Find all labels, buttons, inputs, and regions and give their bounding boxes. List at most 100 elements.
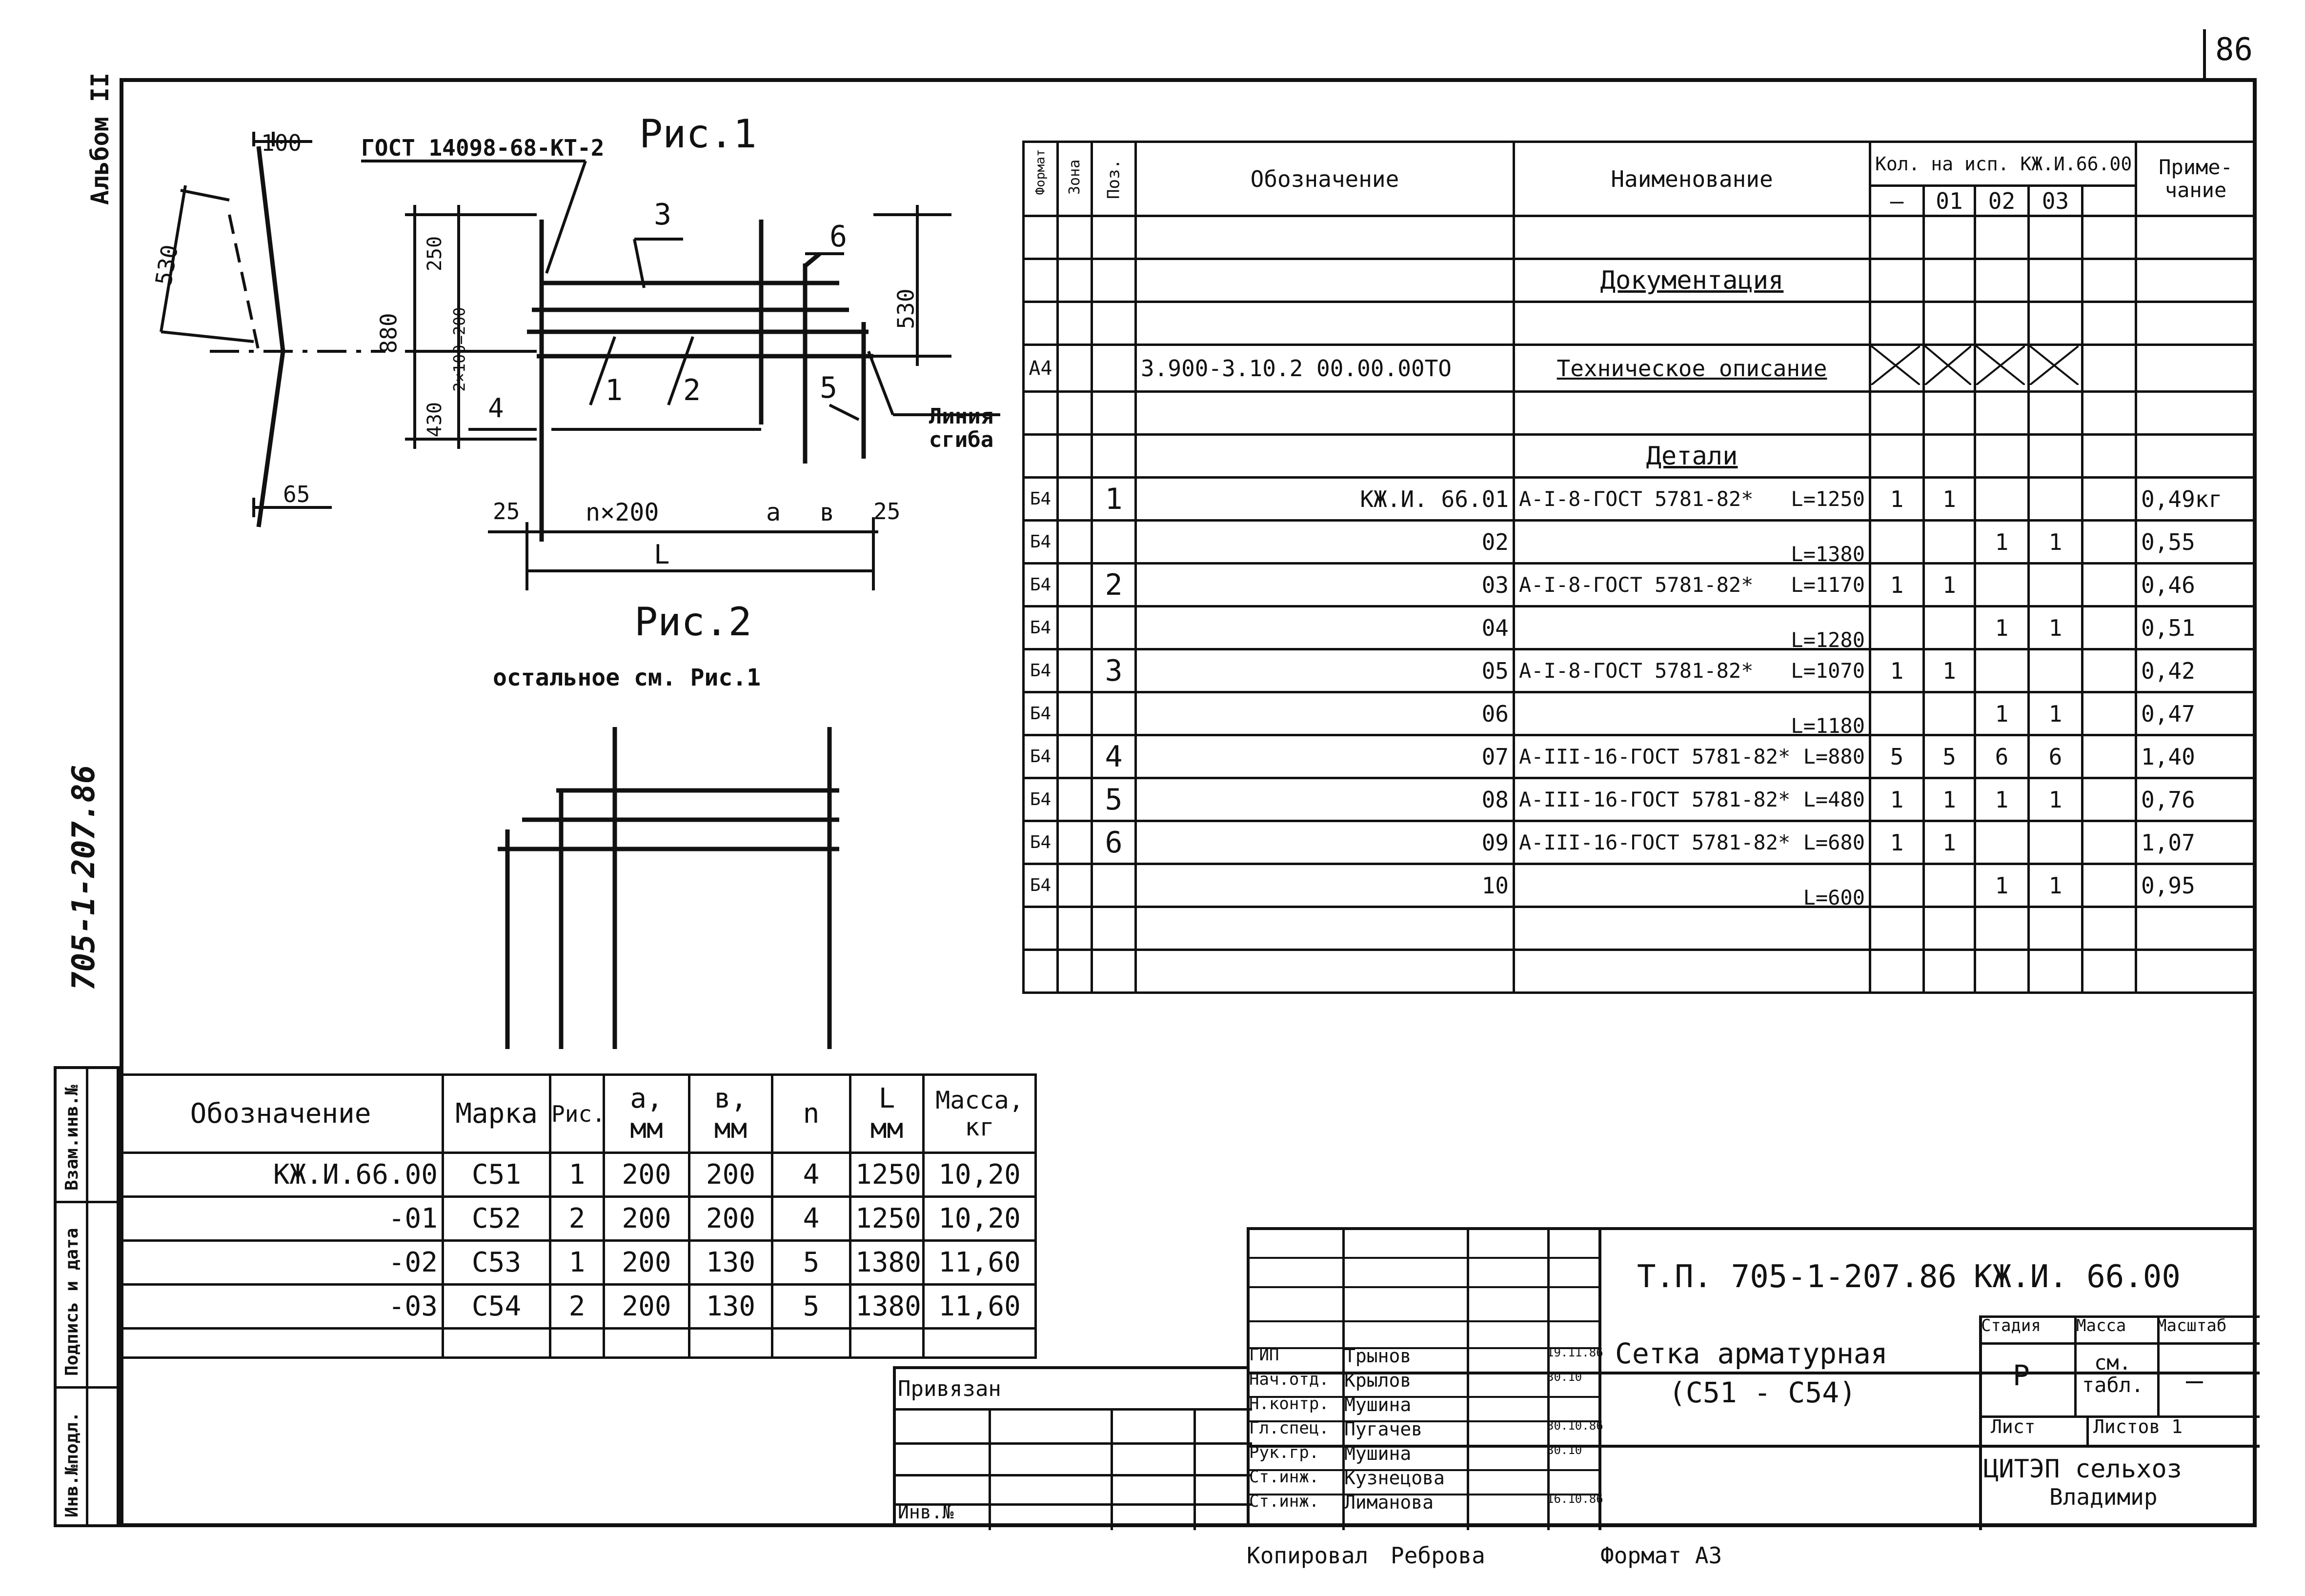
cross-mark bbox=[1872, 347, 1921, 386]
marks-designation: КЖ.И.66.00 bbox=[117, 1152, 444, 1198]
spec-qty-base bbox=[1869, 691, 1925, 736]
doc-format: А4 bbox=[1022, 343, 1059, 393]
spec-zone bbox=[1056, 648, 1093, 693]
spec-pos bbox=[1091, 605, 1137, 650]
spec-qty-02 bbox=[1974, 562, 2030, 607]
spec-qty-empty bbox=[2081, 519, 2138, 565]
spec-qty-02: 1 bbox=[1974, 605, 2030, 650]
spec-steel-grade: А-III-16-ГОСТ 5781-82* bbox=[1519, 830, 1791, 854]
marks-L: 1380 bbox=[849, 1283, 925, 1330]
spec-qty-01: 1 bbox=[1922, 777, 1976, 822]
dim-430: 430 bbox=[424, 402, 446, 438]
qty-sub-empty bbox=[2081, 184, 2138, 217]
spec-length: L=680 bbox=[1803, 830, 1865, 854]
marks-L: 1250 bbox=[849, 1152, 925, 1198]
spec-zone bbox=[1056, 734, 1093, 779]
spec-zone bbox=[1056, 605, 1093, 650]
spec-qty-empty bbox=[2081, 476, 2138, 522]
dim-v: в bbox=[820, 498, 835, 526]
spec-length: L=1250 bbox=[1791, 487, 1865, 511]
signer-role: ГИП bbox=[1249, 1345, 1279, 1365]
spec-format: Б4 bbox=[1022, 777, 1059, 822]
dim-4: 4 bbox=[488, 393, 504, 424]
spec-qty-02: 1 bbox=[1974, 863, 2030, 908]
marks-a: 200 bbox=[603, 1283, 690, 1330]
spec-name: А-I-8-ГОСТ 5781-82*L=1250 bbox=[1513, 476, 1871, 522]
doc-designation: 3.900-3.10.2 00.00.00ТО bbox=[1134, 343, 1515, 393]
marks-fig: 2 bbox=[549, 1195, 605, 1242]
spec-qty-01: 1 bbox=[1922, 562, 1976, 607]
scale-value: — bbox=[2186, 1364, 2203, 1397]
spec-header-designation: Обозначение bbox=[1134, 141, 1515, 217]
spec-note: 0,51 bbox=[2135, 605, 2257, 650]
privyazan-block bbox=[893, 1366, 1252, 1530]
marks-table: Обозначение Марка Рис. a, мм в, мм n L м… bbox=[117, 1073, 1037, 1359]
spec-qty-base bbox=[1869, 519, 1925, 565]
dim-65: 65 bbox=[283, 481, 310, 507]
spec-qty-empty bbox=[2081, 777, 2138, 822]
spec-qty-empty bbox=[2081, 562, 2138, 607]
marks-mass: 11,60 bbox=[922, 1239, 1037, 1286]
spec-designation: КЖ.И. 66.01 bbox=[1134, 476, 1515, 522]
spec-zone bbox=[1056, 476, 1093, 522]
spec-qty-empty bbox=[2081, 820, 2138, 865]
spec-qty-03: 1 bbox=[2027, 863, 2083, 908]
dim-530-left: 530 bbox=[150, 242, 183, 287]
mass-value-text: см. табл. bbox=[2082, 1351, 2144, 1397]
spec-qty-03: 1 bbox=[2027, 605, 2083, 650]
spec-qty-base: 5 bbox=[1869, 734, 1925, 779]
title-item-name: Сетка арматурная bbox=[1615, 1337, 1888, 1370]
crossed-cell bbox=[1869, 343, 1925, 393]
page-number: 86 bbox=[2215, 32, 2253, 68]
spec-qty-base bbox=[1869, 863, 1925, 908]
spec-qty-01 bbox=[1922, 519, 1976, 565]
fig2-title: Рис.2 bbox=[634, 599, 752, 645]
spec-qty-01 bbox=[1922, 605, 1976, 650]
spec-length: L=600 bbox=[1803, 885, 1865, 907]
spec-pos: 5 bbox=[1091, 777, 1137, 822]
cross-mark bbox=[2031, 347, 2080, 386]
spec-zone bbox=[1056, 562, 1093, 607]
spec-note: 1,07 bbox=[2135, 820, 2257, 865]
spec-name: L=600 bbox=[1513, 863, 1871, 908]
spec-pos: 4 bbox=[1091, 734, 1137, 779]
spec-zone bbox=[1056, 691, 1093, 736]
left-margin-stamp bbox=[54, 1066, 120, 1527]
marks-mark: С54 bbox=[442, 1283, 551, 1330]
marks-n: 5 bbox=[771, 1283, 851, 1330]
dim-2x100: 2×100=200 bbox=[450, 307, 469, 392]
marks-n: 4 bbox=[771, 1152, 851, 1198]
spec-qty-base: 1 bbox=[1869, 476, 1925, 522]
spec-name: А-III-16-ГОСТ 5781-82* L=680 bbox=[1513, 820, 1871, 865]
spec-name: А-III-16-ГОСТ 5781-82*L=480 bbox=[1513, 777, 1871, 822]
spec-zone bbox=[1056, 820, 1093, 865]
signer-role: Нач.отд. bbox=[1249, 1370, 1329, 1389]
dim-880: 880 bbox=[375, 313, 402, 354]
spec-qty-02: 1 bbox=[1974, 691, 2030, 736]
dim-25-right: 25 bbox=[873, 498, 901, 525]
org-name: ЦИТЭП сельхоз bbox=[1983, 1455, 2182, 1484]
spec-qty-01 bbox=[1922, 863, 1976, 908]
spec-qty-empty bbox=[2081, 605, 2138, 650]
spec-steel-grade: А-III-16-ГОСТ 5781-82* bbox=[1519, 745, 1791, 768]
spec-format: Б4 bbox=[1022, 820, 1059, 865]
bend-line-label: Линия сгиба bbox=[917, 404, 1005, 452]
spec-format: Б4 bbox=[1022, 476, 1059, 522]
marks-n: 4 bbox=[771, 1195, 851, 1242]
section-parts: Детали bbox=[1513, 433, 1871, 479]
spec-name: А-I-8-ГОСТ 5781-82*L=1170 bbox=[1513, 562, 1871, 607]
signer-name: Кузнецова bbox=[1344, 1467, 1445, 1489]
signer-date: 19.11.86 bbox=[1547, 1346, 1603, 1359]
dim-530-right: 530 bbox=[892, 288, 919, 329]
spec-pos: 6 bbox=[1091, 820, 1137, 865]
margin-cell-replace: Взам.инв.№ bbox=[62, 1085, 82, 1191]
spec-steel-grade: А-III-16-ГОСТ 5781-82* bbox=[1519, 788, 1791, 811]
spec-pos: 2 bbox=[1091, 562, 1137, 607]
spec-note: 0,46 bbox=[2135, 562, 2257, 607]
